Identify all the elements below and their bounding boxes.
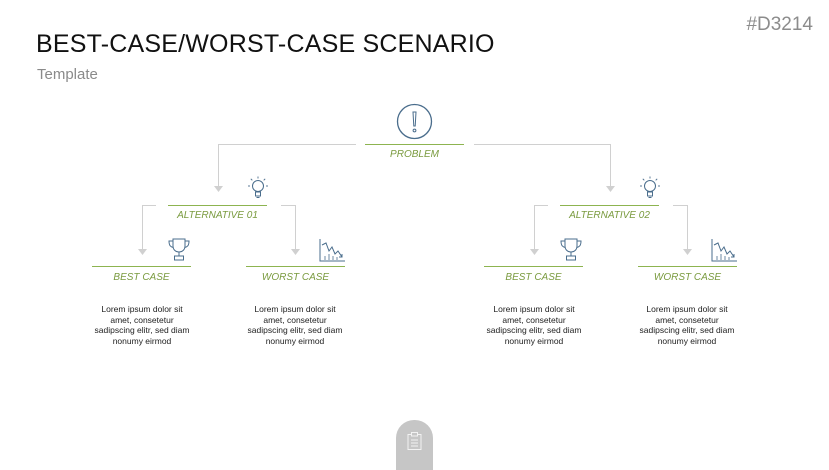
problem-underline (365, 144, 464, 145)
problem-label: PROBLEM (390, 149, 439, 160)
alt2-worst-underline (638, 266, 737, 267)
page-subtitle: Template (37, 66, 98, 83)
connector-problem-left-drop (218, 144, 219, 188)
alt1-best-label: BEST CASE (113, 272, 170, 283)
page-title: BEST-CASE/WORST-CASE SCENARIO (36, 30, 495, 58)
alt2-best-underline (484, 266, 583, 267)
trophy-icon (560, 238, 582, 261)
template-code: #D3214 (746, 14, 813, 35)
alt1-worst-description: Lorem ipsum dolor sit amet, consetetur s… (247, 304, 343, 346)
connector-alt1-left (142, 205, 156, 206)
alt2-best-label: BEST CASE (505, 272, 562, 283)
lightbulb-icon (640, 176, 660, 198)
arrow-head-icon (530, 249, 539, 255)
connector-alt1-right (281, 205, 295, 206)
footer-tab[interactable] (396, 420, 433, 470)
clipboard-icon (407, 432, 422, 450)
connector-alt2-right-drop (687, 205, 688, 250)
alt1-worst-label: WORST CASE (261, 272, 330, 283)
alternative-01-underline (168, 205, 267, 206)
alternative-02-underline (560, 205, 659, 206)
arrow-head-icon (214, 186, 223, 192)
arrow-head-icon (291, 249, 300, 255)
alt2-worst-label: WORST CASE (653, 272, 722, 283)
connector-alt1-right-drop (295, 205, 296, 250)
connector-problem-left (218, 144, 356, 145)
trophy-icon (168, 238, 190, 261)
alt2-best-description: Lorem ipsum dolor sit amet, consetetur s… (486, 304, 582, 346)
declining-chart-icon (711, 239, 737, 262)
arrow-head-icon (138, 249, 147, 255)
connector-alt2-right (673, 205, 687, 206)
connector-problem-right-drop (610, 144, 611, 188)
alt2-worst-description: Lorem ipsum dolor sit amet, consetetur s… (639, 304, 735, 346)
connector-alt2-left (534, 205, 548, 206)
declining-chart-icon (319, 239, 345, 262)
alt1-best-description: Lorem ipsum dolor sit amet, consetetur s… (94, 304, 190, 346)
arrow-head-icon (606, 186, 615, 192)
connector-alt1-left-drop (142, 205, 143, 250)
exclamation-circle-icon (396, 103, 433, 140)
alternative-01-label: ALTERNATIVE 01 (177, 210, 258, 221)
alternative-02-label: ALTERNATIVE 02 (569, 210, 650, 221)
lightbulb-icon (248, 176, 268, 198)
alt1-best-underline (92, 266, 191, 267)
alt1-worst-underline (246, 266, 345, 267)
arrow-head-icon (683, 249, 692, 255)
connector-alt2-left-drop (534, 205, 535, 250)
connector-problem-right (474, 144, 611, 145)
